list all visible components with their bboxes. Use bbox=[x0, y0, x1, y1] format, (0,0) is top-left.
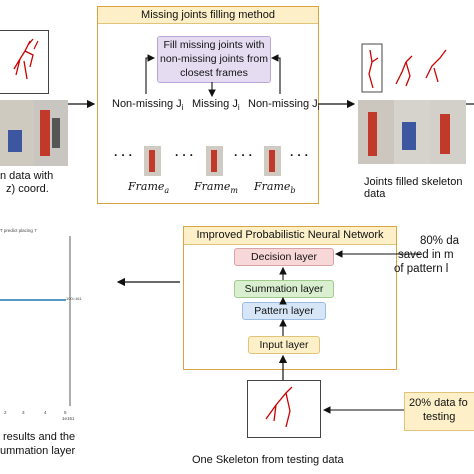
skeleton-figure bbox=[13, 38, 39, 80]
result-line-label: 100=161 bbox=[66, 296, 82, 301]
missing-joints-panel: Missing joints filling method bbox=[97, 6, 319, 204]
frame-a-label: Framea bbox=[128, 180, 170, 196]
result-plot: T predict placing 7 100=161 bbox=[0, 226, 82, 406]
dots-1: · · · bbox=[114, 148, 133, 162]
dots-4: · · · bbox=[290, 148, 309, 162]
dots-2: · · · bbox=[175, 148, 194, 162]
frame-m-label: Framem bbox=[194, 180, 238, 196]
decision-layer: Decision layer bbox=[234, 248, 334, 266]
test-skeleton-figure bbox=[265, 386, 293, 428]
video-frames-right bbox=[358, 100, 466, 164]
frame-a-image bbox=[144, 146, 161, 176]
bottom-caption: One Skeleton from testing data bbox=[192, 454, 344, 466]
filled-skeleton-figure bbox=[361, 43, 447, 93]
label-non-missing-right: Non-missing Ji bbox=[248, 98, 320, 113]
pnn-title: Improved Probabilistic Neural Network bbox=[184, 227, 396, 245]
training-note: 80% da saved in m of pattern l bbox=[394, 235, 460, 275]
right-caption: Joints filled skeleton data bbox=[364, 176, 463, 200]
dots-3: · · · bbox=[234, 148, 253, 162]
label-non-missing-left: Non-missing Ji bbox=[112, 98, 184, 113]
raw-skeleton-panel bbox=[0, 30, 49, 94]
label-missing: Missing Ji bbox=[192, 98, 240, 113]
pnn-panel: Improved Probabilistic Neural Network bbox=[183, 226, 397, 370]
pattern-layer: Pattern layer bbox=[242, 302, 326, 320]
frame-b-label: Frameb bbox=[254, 180, 296, 196]
left-caption: n data with z) coord. bbox=[0, 170, 54, 195]
testing-note: 20% data fo testing bbox=[404, 392, 474, 431]
fill-method-box: Fill missing joints with non-missing joi… bbox=[157, 36, 271, 83]
frame-m-image bbox=[206, 146, 223, 176]
frame-b-image bbox=[264, 146, 281, 176]
result-caption: results and the ummation layer bbox=[0, 431, 76, 457]
input-layer: Input layer bbox=[248, 336, 320, 354]
result-plot-title: T predict placing 7 bbox=[0, 228, 37, 233]
filled-skeleton-panel bbox=[360, 40, 474, 96]
result-plot-axes bbox=[0, 236, 71, 406]
test-skeleton-panel bbox=[247, 380, 321, 438]
video-frames-left bbox=[0, 100, 68, 166]
missing-joints-title: Missing joints filling method bbox=[98, 7, 318, 24]
summation-layer: Summation layer bbox=[234, 280, 334, 298]
